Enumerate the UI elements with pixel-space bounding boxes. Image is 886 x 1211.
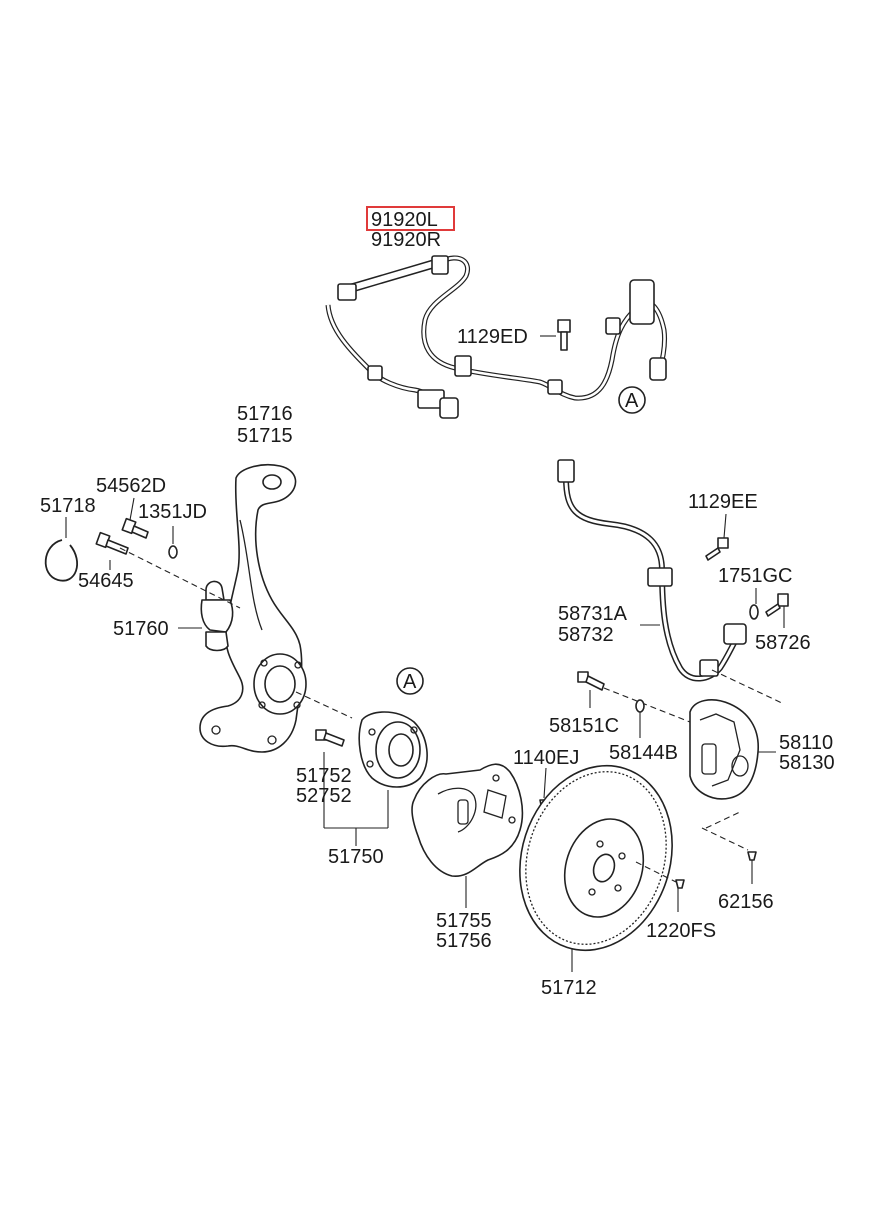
label-51716: 51716 — [237, 403, 293, 425]
washer-1351JD — [168, 545, 178, 559]
label-58726: 58726 — [755, 632, 811, 654]
label-51750: 51750 — [328, 846, 384, 868]
part-labels: 91920L 91920R 1129ED A 51716 51715 54562… — [40, 206, 835, 999]
label-1140EJ: 1140EJ — [513, 747, 579, 769]
brake-caliper-58110 — [689, 699, 759, 800]
label-51760: 51760 — [113, 618, 169, 640]
label-54562D: 54562D — [96, 475, 166, 497]
screw-1220FS — [675, 879, 685, 889]
bolt-62156 — [747, 851, 757, 861]
label-51756: 51756 — [436, 930, 492, 952]
label-1751GC: 1751GC — [718, 565, 793, 587]
label-62156: 62156 — [718, 891, 774, 913]
label-58144B: 58144B — [609, 742, 678, 764]
label-54645: 54645 — [78, 570, 134, 592]
label-58151C: 58151C — [549, 715, 619, 737]
label-1129ED: 1129ED — [457, 326, 528, 348]
wheel-hub-bearing-51750 — [358, 711, 428, 788]
label-1129EE: 1129EE — [688, 491, 758, 513]
label-51715: 51715 — [237, 425, 293, 447]
label-58731A: 58731A — [558, 603, 628, 625]
label-58130: 58130 — [779, 752, 835, 774]
label-51755: 51755 — [436, 910, 492, 932]
label-58732: 58732 — [558, 624, 614, 646]
bolt-51752 — [315, 729, 345, 747]
dust-cover-51755 — [411, 763, 524, 877]
label-91920L: 91920L — [371, 209, 438, 231]
bolt-58726 — [765, 593, 789, 617]
washer-58144B — [635, 699, 645, 713]
label-1220FS: 1220FS — [646, 920, 716, 942]
snap-ring-51718 — [44, 539, 79, 582]
steering-knuckle — [199, 463, 307, 753]
bolt-54645 — [95, 531, 129, 555]
brake-hose-58731A — [557, 459, 747, 682]
callout-a1: A — [625, 390, 639, 412]
bolt-54562D — [121, 517, 149, 539]
callout-circle-a2 — [396, 667, 424, 695]
brake-disc-51712 — [519, 764, 673, 952]
gasket-1751GC — [749, 604, 759, 620]
highlight-box — [366, 206, 455, 231]
abs-sensor-harness — [325, 255, 667, 419]
label-52752: 52752 — [296, 785, 352, 807]
ball-joint-51760 — [200, 580, 234, 652]
label-51718: 51718 — [40, 495, 96, 517]
callout-circle-a1 — [618, 386, 646, 414]
label-58110: 58110 — [779, 732, 833, 754]
bolt-1129EE — [705, 537, 729, 561]
label-1351JD: 1351JD — [138, 501, 207, 523]
callout-a2: A — [403, 671, 417, 693]
bolt-58151C — [577, 671, 605, 691]
label-51712: 51712 — [541, 977, 597, 999]
bolt-1129ED — [557, 319, 571, 351]
label-91920R: 91920R — [371, 229, 441, 251]
label-51752: 51752 — [296, 765, 352, 787]
